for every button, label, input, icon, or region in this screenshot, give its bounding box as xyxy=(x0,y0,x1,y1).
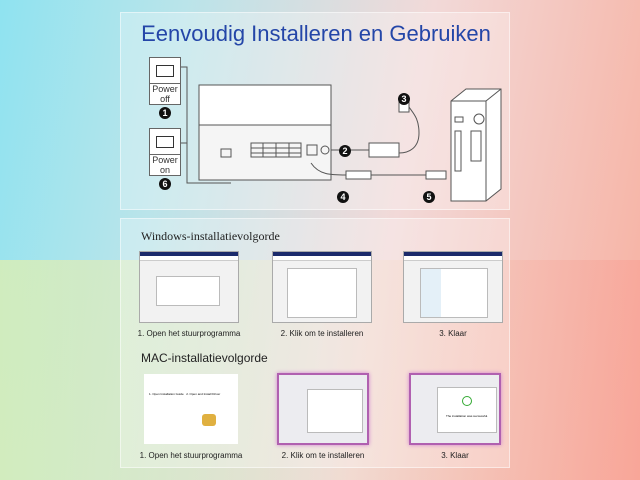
mac-step-3-screenshot: The installation was successful. xyxy=(409,373,501,445)
windows-caption-1: 1. Open het stuurprogramma xyxy=(137,329,241,338)
mac-step-1-screenshot: 1. Open Installation Guide 2. Open and I… xyxy=(144,374,238,444)
printer-connection-diagram xyxy=(181,66,502,202)
windows-step-2-screenshot xyxy=(272,251,372,323)
windows-heading: Windows-installatievolgorde xyxy=(141,229,280,243)
windows-caption-2: 2. Klik om te installeren xyxy=(280,329,364,338)
mac-heading: MAC-installatievolgorde xyxy=(141,351,268,365)
step-4-badge: 4 xyxy=(337,191,349,203)
step-2-badge: 2 xyxy=(339,145,351,157)
step-5-badge: 5 xyxy=(423,191,435,203)
step-6-badge: 6 xyxy=(159,178,171,190)
windows-caption-3: 3. Klaar xyxy=(439,329,467,338)
mac-caption-1: 1. Open het stuurprogramma xyxy=(139,451,243,460)
installation-panel: Windows-installatievolgorde 1. Open het … xyxy=(120,218,510,468)
connection-panel: Eenvoudig Installeren en Gebruiken Power… xyxy=(120,12,510,210)
page-title: Eenvoudig Installeren en Gebruiken xyxy=(141,21,491,46)
step-1-badge: 1 xyxy=(159,107,171,119)
mac-caption-3: 3. Klaar xyxy=(441,451,469,460)
mac-step-2-screenshot xyxy=(277,373,369,445)
windows-step-3-screenshot xyxy=(403,251,503,323)
windows-step-1-screenshot xyxy=(139,251,239,323)
step-3-badge: 3 xyxy=(398,93,410,105)
mac-caption-2: 2. Klik om te installeren xyxy=(281,451,365,460)
